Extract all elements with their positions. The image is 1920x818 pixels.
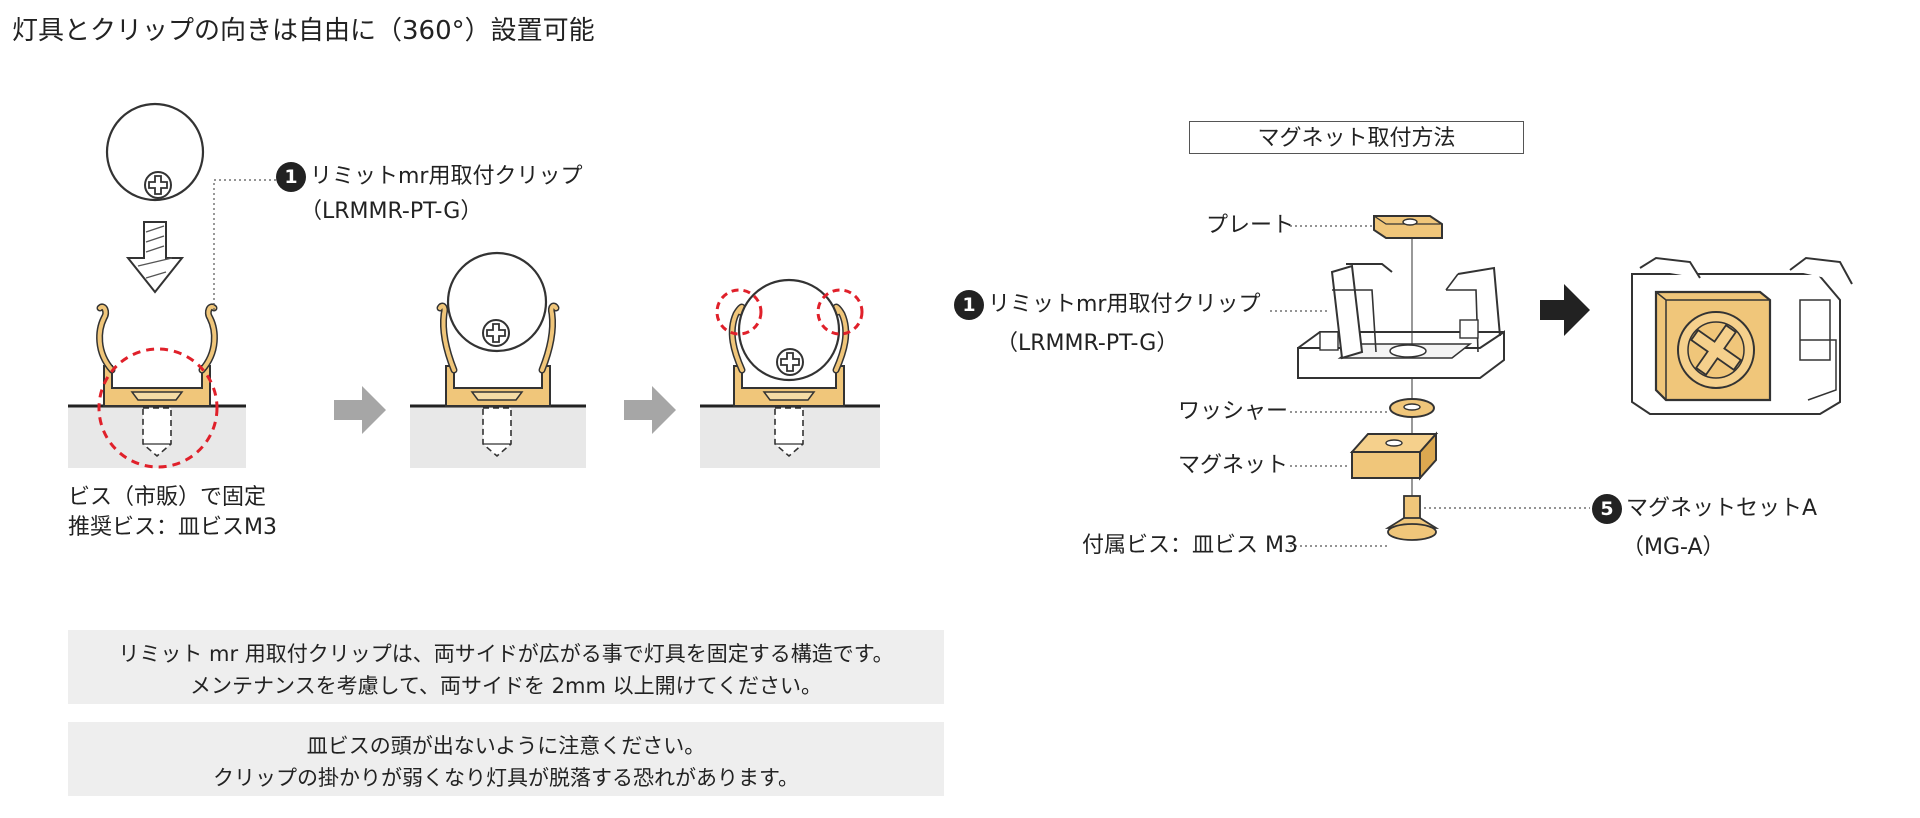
callout-label: リミットmr用取付クリップ (988, 292, 1261, 317)
magnet-set-part-number: （MG-A） (1622, 535, 1725, 560)
light-fixture-body (105, 102, 205, 202)
mounting-clip-isometric (1297, 263, 1505, 379)
callout-number-badge: 5 (1592, 494, 1622, 524)
callout-label: リミットmr用取付クリップ (310, 164, 583, 189)
note-line: 皿ビスの頭が出ないように注意ください。 (306, 734, 706, 758)
stage-3-illustration (700, 278, 880, 468)
label-included-screw: 付属ビス：皿ビス M3 (1082, 533, 1298, 558)
magnet-method-title: マグネット取付方法 (1189, 121, 1524, 154)
step-arrow-icon (334, 386, 386, 434)
step-arrow-icon (624, 386, 676, 434)
caption-fix-with-screw: ビス（市販）で固定 (68, 485, 267, 510)
caption-recommended-screw: 推奨ビス：皿ビスM3 (68, 515, 277, 540)
callout-number-badge: 1 (276, 162, 306, 192)
magnet-set-label: マグネットセットA (1626, 496, 1818, 521)
label-washer: ワッシャー (1178, 399, 1289, 424)
countersunk-screw-part (1384, 495, 1440, 541)
fixture-screw-icon (144, 171, 172, 199)
note-line: リミット mr 用取付クリップは、両サイドが広がる事で灯具を固定する構造です。 (118, 642, 894, 666)
callout-leader-line (213, 179, 276, 310)
note-box: リミット mr 用取付クリップは、両サイドが広がる事で灯具を固定する構造です。 … (68, 630, 944, 704)
note-box: 皿ビスの頭が出ないように注意ください。 クリップの掛かりが弱くなり灯具が脱落する… (68, 722, 944, 796)
magnet-exploded-view (1270, 215, 1590, 547)
highlight-circle (715, 288, 763, 336)
stage-2-illustration (410, 251, 586, 468)
stage-1-illustration (68, 102, 276, 469)
label-magnet: マグネット (1178, 453, 1289, 478)
note-line: クリップの掛かりが弱くなり灯具が脱落する恐れがあります。 (213, 766, 799, 790)
highlight-circle (97, 347, 219, 469)
mounting-clip (96, 303, 218, 407)
result-arrow-icon (1540, 284, 1590, 336)
callout-number-badge: 1 (954, 290, 984, 320)
callout-part-number: （LRMMR-PT-G） (300, 199, 483, 224)
plate-part (1373, 215, 1443, 239)
label-plate: プレート (1206, 213, 1295, 238)
magnet-part (1349, 431, 1439, 481)
clip-part-number-right: （LRMMR-PT-G） (996, 331, 1179, 356)
assembled-magnet-clip (1631, 256, 1853, 415)
highlight-circle (816, 288, 864, 336)
down-arrow-icon (125, 221, 185, 294)
page-title: 灯具とクリップの向きは自由に（360°）設置可能 (12, 16, 595, 46)
note-line: メンテナンスを考慮して、両サイドを 2mm 以上開けてください。 (190, 674, 822, 698)
